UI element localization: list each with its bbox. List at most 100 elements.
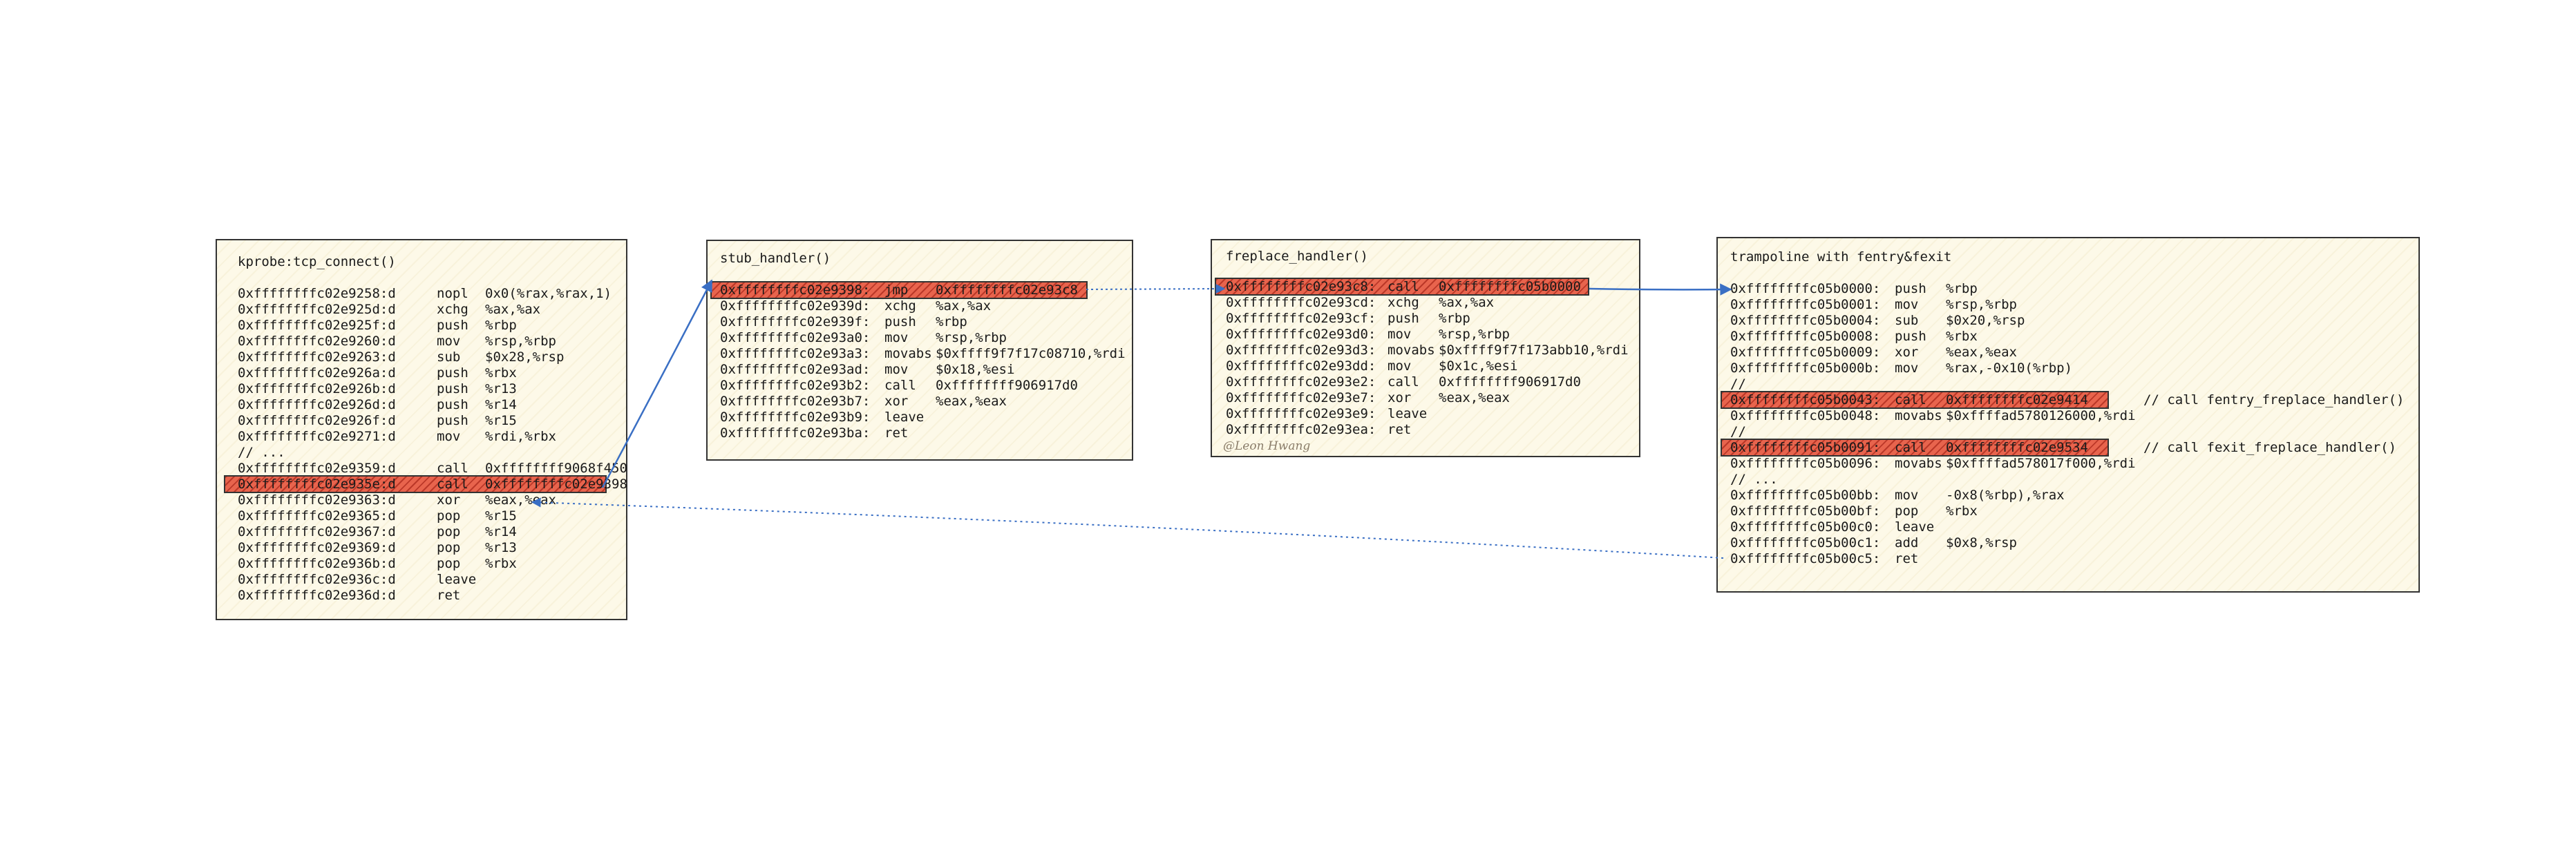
instruction-operands: 0xffffffffc02e9398 [485,477,627,492]
instruction-opcode: movabs [1388,343,1435,358]
freplace-handler-title: freplace_handler() [1226,249,1368,264]
instruction-opcode: leave [437,572,477,587]
instruction-address: 0xffffffffc05b00bf: [1730,503,1881,519]
instruction-opcode: movabs [1895,408,1942,423]
instruction-opcode: mov [1388,327,1412,342]
instruction-operands: %rsp,%rbp [1439,327,1510,342]
instruction-opcode: push [437,381,468,396]
instruction-opcode: xchg [437,302,468,317]
trampoline-box: trampoline with fentry&fexit 0xffffffffc… [1716,237,2420,593]
instruction-address: 0xffffffffc02e936b:d [238,556,396,571]
instruction-address: 0xffffffffc02e939d: [720,298,871,314]
instruction-opcode: leave [884,410,925,425]
instruction-opcode: mov [437,334,461,349]
instruction-opcode: push [1895,329,1926,344]
instruction-address: 0xffffffffc02e9263:d [238,349,396,365]
instruction-opcode: xor [884,394,909,409]
instruction-opcode: xor [437,492,461,508]
instruction-operands: %rbx [485,556,517,571]
instruction-address: // [1730,424,1746,439]
instruction-opcode: ret [437,588,461,603]
instruction-address: 0xffffffffc02e9363:d [238,492,396,508]
instruction-operands: %r14 [485,524,517,539]
instruction-opcode: call [437,461,468,476]
instruction-address: 0xffffffffc02e9258:d [238,286,396,301]
instruction-opcode: pop [437,508,461,524]
instruction-address: 0xffffffffc02e936d:d [238,588,396,603]
instruction-operands: %rax,-0x10(%rbp) [1946,361,2073,376]
instruction-operands: %rbp [1439,311,1470,326]
instruction-opcode: push [437,397,468,412]
instruction-opcode: pop [437,524,461,539]
instruction-address: 0xffffffffc02e925d:d [238,302,396,317]
instruction-operands: $0x18,%esi [936,362,1015,377]
instruction-address: 0xffffffffc05b0048: [1730,408,1881,423]
instruction-opcode: leave [1388,406,1428,421]
instruction-address: 0xffffffffc02e9398: [720,282,871,298]
instruction-address: 0xffffffffc05b0000: [1730,281,1881,296]
instruction-address: 0xffffffffc05b00c0: [1730,519,1881,535]
instruction-opcode: mov [1895,297,1919,312]
instruction-opcode: xor [1388,390,1412,405]
instruction-operands: -0x8(%rbp),%rax [1946,488,2065,503]
instruction-operands: %rbp [485,318,517,333]
instruction-address: 0xffffffffc02e926f:d [238,413,396,428]
instruction-opcode: call [437,477,468,492]
instruction-operands: %eax,%eax [1946,345,2017,360]
instruction-opcode: call [1388,279,1419,294]
freplace-handler-box: freplace_handler() 0xffffffffc02e93c8:ca… [1211,239,1640,457]
instruction-operands: $0x8,%rsp [1946,535,2017,550]
instruction-operands: $0x28,%rsp [485,349,565,365]
highlighted-instruction [710,281,1088,299]
instruction-address: 0xffffffffc02e93e7: [1226,390,1376,405]
instruction-address: 0xffffffffc02e9359:d [238,461,396,476]
instruction-opcode: push [437,318,468,333]
instruction-address: 0xffffffffc05b0043: [1730,392,1881,407]
instruction-address: 0xffffffffc05b00c1: [1730,535,1881,550]
instruction-address: 0xffffffffc02e93b2: [720,378,871,393]
instruction-operands: 0xffffffff906917d0 [1439,374,1581,390]
instruction-comment: // call fexit_freplace_handler() [2143,440,2397,455]
instruction-operands: %ax,%ax [1439,295,1495,310]
highlighted-instruction [1215,278,1589,296]
instruction-opcode: push [1895,281,1926,296]
instruction-address: 0xffffffffc02e93a3: [720,346,871,361]
instruction-address: // ... [238,445,285,460]
instruction-opcode: push [1388,311,1419,326]
instruction-address: 0xffffffffc05b00bb: [1730,488,1881,503]
instruction-address: 0xffffffffc05b00c5: [1730,551,1881,566]
instruction-opcode: call [1895,392,1926,407]
instruction-address: 0xffffffffc02e93d3: [1226,343,1376,358]
instruction-operands: %r13 [485,540,517,555]
kprobe-title: kprobe:tcp_connect() [238,254,396,269]
instruction-opcode: mov [884,362,909,377]
instruction-opcode: push [884,314,916,329]
instruction-operands: %rdi,%rbx [485,429,556,444]
instruction-operands: %ax,%ax [936,298,992,314]
instruction-address: 0xffffffffc02e93cf: [1226,311,1376,326]
instruction-operands: %rsp,%rbp [1946,297,2017,312]
instruction-operands: 0xffffffff9068f450 [485,461,627,476]
instruction-operands: 0xffffffffc02e93c8 [936,282,1078,298]
instruction-address: 0xffffffffc02e93dd: [1226,358,1376,374]
instruction-operands: 0xffffffffc05b0000 [1439,279,1581,294]
trampoline-title: trampoline with fentry&fexit [1730,249,1952,265]
instruction-opcode: mov [1388,358,1412,374]
instruction-opcode: push [437,413,468,428]
instruction-operands: $0xffff9f7f173abb10,%rdi [1439,343,1629,358]
instruction-comment: // call fentry_freplace_handler() [2143,392,2405,407]
instruction-operands: %r13 [485,381,517,396]
instruction-opcode: pop [1895,503,1919,519]
instruction-opcode: call [884,378,916,393]
instruction-opcode: mov [1895,361,1919,376]
instruction-operands: $0xffff9f7f17c08710,%rdi [936,346,1126,361]
instruction-opcode: ret [1895,551,1919,566]
instruction-opcode: mov [1895,488,1919,503]
instruction-address: 0xffffffffc02e93d0: [1226,327,1376,342]
instruction-address: 0xffffffffc02e9369:d [238,540,396,555]
instruction-operands: %rsp,%rbp [936,330,1007,345]
instruction-address: 0xffffffffc02e93ad: [720,362,871,377]
instruction-address: 0xffffffffc02e9271:d [238,429,396,444]
instruction-address: 0xffffffffc02e936c:d [238,572,396,587]
instruction-operands: $0x20,%rsp [1946,313,2025,328]
